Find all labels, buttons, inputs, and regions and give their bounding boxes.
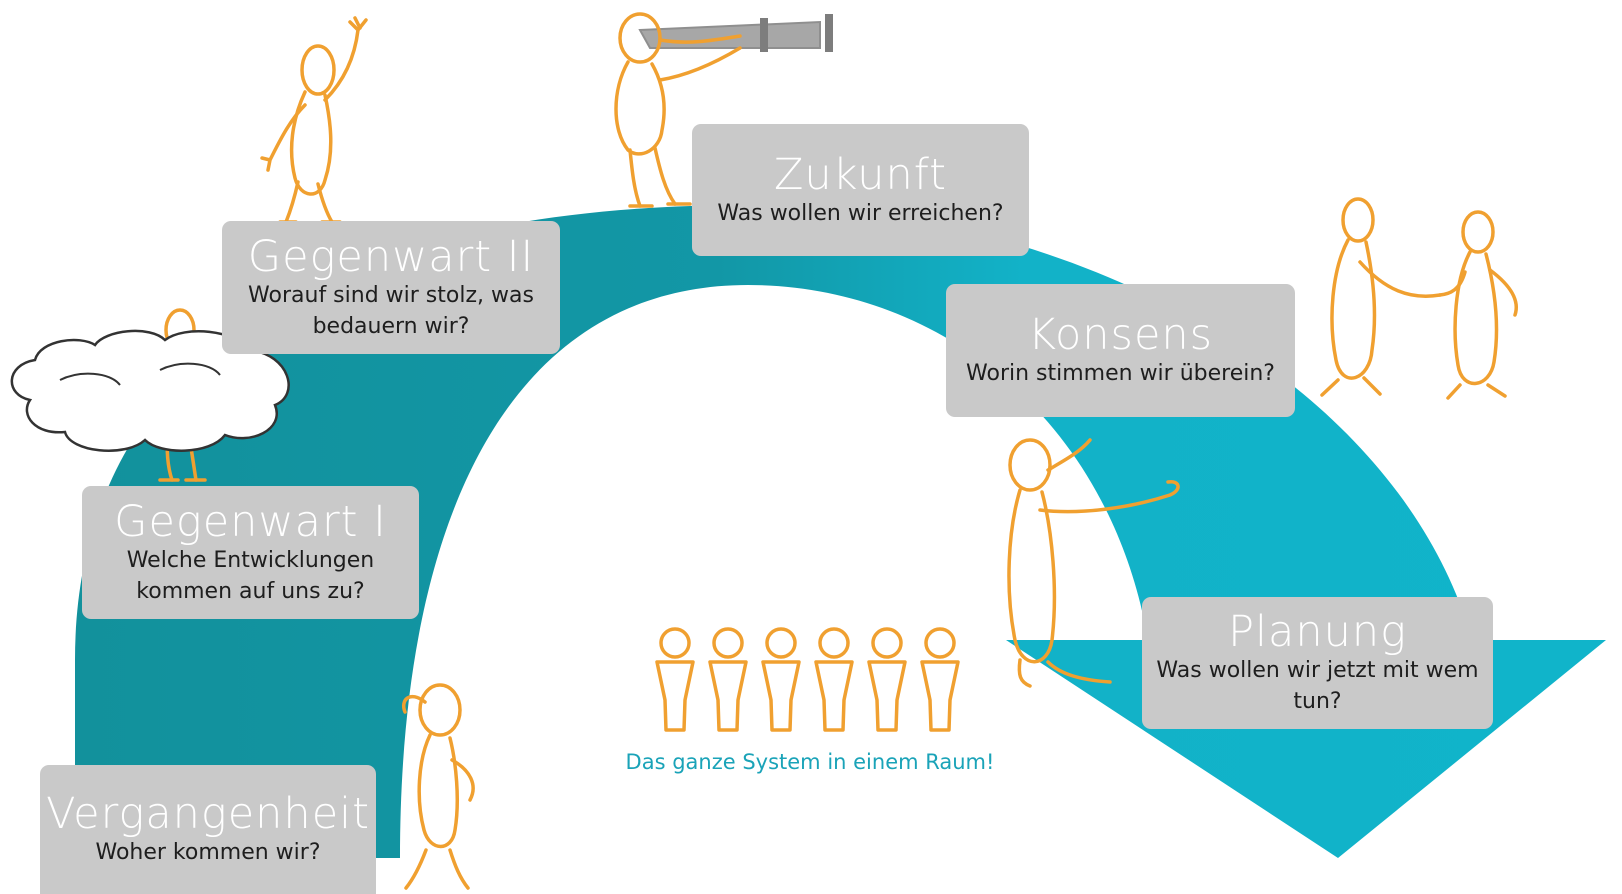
phase-box-gegenwart-2: Gegenwart II Worauf sind wir stolz, was …	[222, 221, 560, 354]
phase-question-vergangenheit: Woher kommen wir?	[95, 840, 321, 865]
phase-question-zukunft: Was wollen wir erreichen?	[717, 200, 1004, 226]
people-group-icon	[655, 627, 960, 732]
phase-question-planung: Was wollen wir jetzt mit wem tun?	[1156, 658, 1479, 714]
telescope-person-icon	[614, 12, 833, 208]
phase-box-vergangenheit: Vergangenheit Woher kommen wir?	[40, 765, 376, 894]
center-tagline: Das ganze System in einem Raum!	[625, 750, 995, 774]
group-person-3-icon	[761, 627, 801, 732]
phase-box-gegenwart-1: Gegenwart I Welche Entwicklungen kommen …	[82, 486, 419, 619]
group-person-4-icon	[814, 627, 854, 732]
group-person-6-icon	[920, 627, 960, 732]
pointing-person-icon	[1007, 438, 1180, 688]
phase-title-gegenwart-2: Gegenwart II	[247, 231, 535, 282]
phase-box-planung: Planung Was wollen wir jetzt mit wem tun…	[1142, 597, 1493, 729]
cloud-icon	[10, 308, 290, 482]
phase-question-gegenwart-2: Worauf sind wir stolz, was bedauern wir?	[248, 282, 534, 339]
thinking-person-icon	[402, 683, 475, 890]
phase-question-gegenwart-1: Welche Entwicklungen kommen auf uns zu?	[126, 547, 375, 604]
phase-box-konsens: Konsens Worin stimmen wir überein?	[946, 284, 1295, 417]
phase-title-vergangenheit: Vergangenheit	[46, 789, 370, 839]
phase-title-gegenwart-1: Gegenwart I	[114, 496, 387, 547]
group-person-2-icon	[708, 627, 748, 732]
phase-title-planung: Planung	[1228, 607, 1407, 657]
phase-title-zukunft: Zukunft	[773, 149, 948, 200]
handshake-icon	[1320, 197, 1518, 400]
phase-question-konsens: Worin stimmen wir überein?	[966, 361, 1275, 386]
group-person-5-icon	[867, 627, 907, 732]
waving-person-icon	[260, 16, 368, 224]
phase-title-konsens: Konsens	[1027, 310, 1214, 360]
group-person-1-icon	[655, 627, 695, 732]
phase-box-zukunft: Zukunft Was wollen wir erreichen?	[692, 124, 1029, 256]
